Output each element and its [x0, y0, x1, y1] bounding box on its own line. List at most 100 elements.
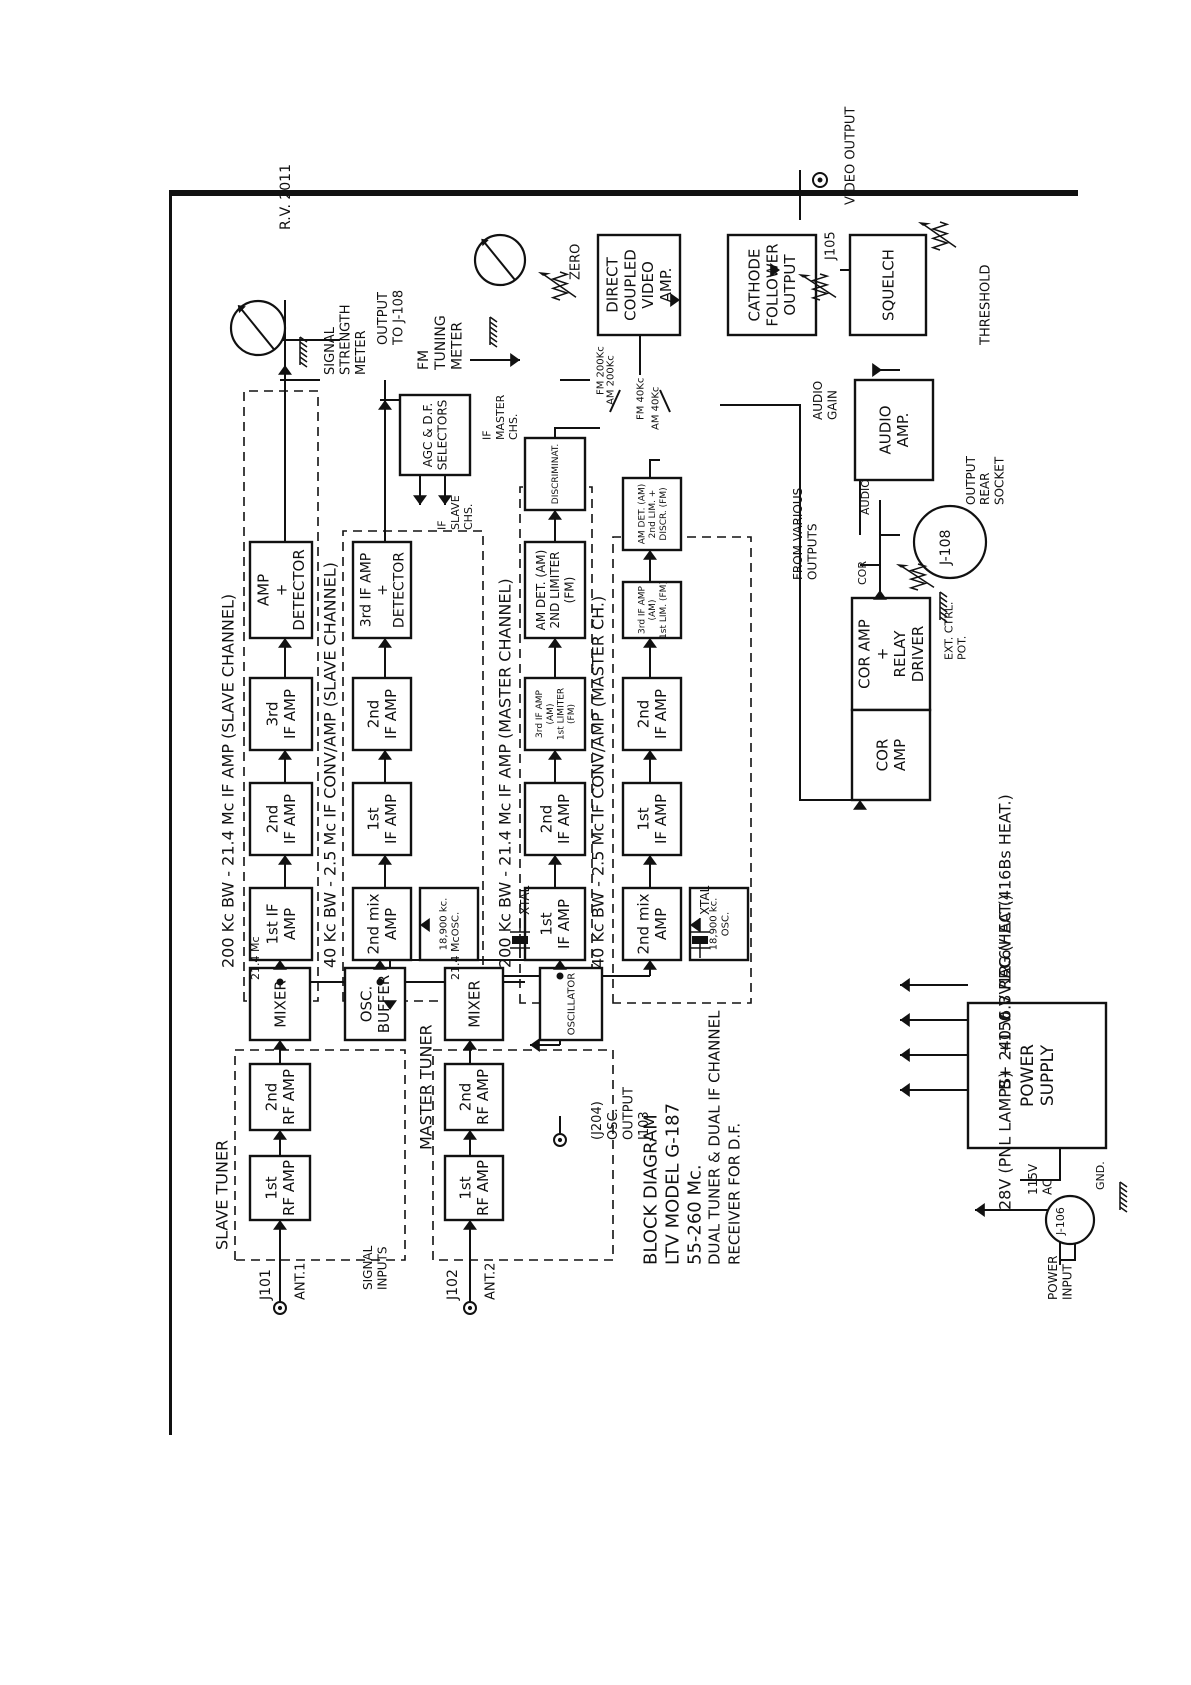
rotated-diagram: 1stRF AMP 2ndRF AMP MIXER OSC.BUFFER 1stRF A…: [213, 107, 1128, 1315]
j108-socket-icon: [912, 504, 988, 580]
block-cor-amp: CORAMP: [850, 708, 932, 802]
label-ant1: ANT.1: [294, 1263, 309, 1300]
label-sw-am200: AM 200Kc: [606, 355, 617, 405]
block-slave-rf2: 2ndRF AMP: [248, 1062, 312, 1132]
block-label: 2ndIF AMP: [263, 794, 299, 844]
arrowhead: [900, 1048, 910, 1062]
arrowhead: [413, 495, 427, 505]
j101-connector: [273, 1301, 287, 1315]
arrowhead: [273, 960, 287, 970]
label-video-output: VIDEO OUTPUT: [844, 107, 859, 205]
block-cathode: CATHODEFOLLOWEROUTPUT: [726, 233, 818, 337]
arrowhead: [873, 590, 887, 600]
arrowhead: [530, 1038, 540, 1052]
group-slave-tuner: [234, 1049, 406, 1261]
wire: [609, 389, 621, 413]
block-power: POWERSUPPLY: [966, 1001, 1108, 1150]
ground-icon: [489, 316, 498, 348]
block-master-rf1: 1stRF AMP: [443, 1154, 505, 1222]
block-master-mixer: MIXER: [443, 966, 505, 1042]
label-sw-am40: AM 40Kc: [651, 387, 662, 430]
ground-icon: [939, 591, 948, 623]
block-s-c1: 1stIF AMP: [351, 781, 413, 857]
block-osc-buffer: OSC.BUFFER: [343, 966, 407, 1042]
arrowhead: [273, 1220, 287, 1230]
block-label: 2ndIF AMP: [364, 689, 400, 739]
block-s-if1: 1st IFAMP: [248, 886, 314, 962]
block-label: 18,900 kc.OSC.: [709, 898, 732, 951]
arrowhead: [770, 263, 780, 277]
block-label: POWERSUPPLY: [1018, 1044, 1058, 1107]
arrowhead: [670, 293, 680, 307]
block-slave-rf1: 1stRF AMP: [248, 1154, 312, 1222]
group-master-tuner: [432, 1049, 614, 1261]
osc-output-connector: [553, 1133, 567, 1147]
block-m-mix2: 2nd mixAMP: [621, 886, 683, 962]
junction-dot: [376, 978, 384, 986]
block-s-if2: 2ndIF AMP: [248, 781, 314, 857]
block-label: 1stIF AMP: [537, 899, 573, 949]
block-squelch: SQUELCH: [848, 233, 928, 337]
label-signal-inputs: SIGNALINPUTS: [361, 1245, 389, 1290]
label-output-rear: OUTPUTREARSOCKET: [964, 455, 1007, 505]
arrowhead: [548, 750, 562, 760]
arrowhead: [463, 1130, 477, 1140]
arrowhead: [463, 1220, 477, 1230]
j102-connector: [463, 1301, 477, 1315]
caption-line4: DUAL TUNER & DUAL IF CHANNEL: [705, 1010, 723, 1265]
label-j108: J-108: [938, 530, 954, 566]
frame-left-border: [169, 190, 172, 1435]
arrowhead: [900, 1083, 910, 1097]
block-m-c3: 3rd IF AMP(AM)1st LIM. (FM): [621, 580, 683, 640]
block-label: 3rd IF AMP(AM)1st LIM. (FM): [638, 581, 669, 639]
label-j106: J-106: [1054, 1207, 1067, 1236]
master-xtal-icon: [690, 918, 710, 958]
wire-to-cor-amp: [720, 404, 860, 801]
junction-dot: [276, 978, 284, 986]
label-sw-fm200: FM 200Kc: [596, 346, 607, 395]
arrowhead: [643, 855, 657, 865]
arrowhead: [378, 638, 392, 648]
block-s-c2: 2ndIF AMP: [351, 676, 413, 752]
block-label: OSCILLATOR: [567, 973, 578, 1036]
zero-pot-icon: [538, 271, 577, 301]
block-label: 3rd IF AMP+DETECTOR: [358, 552, 407, 628]
group-label-master-if-amp: 200 Kc BW - 21.4 Mc IF AMP (MASTER CHANN…: [496, 578, 515, 968]
arrowhead: [278, 855, 292, 865]
group-label-master-if-conv: 40 Kc BW - 2.5 Mc IF CONV/AMP (MASTER CH…: [589, 596, 608, 968]
arrowhead: [975, 1203, 985, 1217]
block-label: 2ndIF AMP: [537, 794, 573, 844]
group-master-if-conv: [612, 536, 752, 1004]
label-v1: B+ 240 V: [996, 1014, 1015, 1090]
block-dc-video: DIRECTCOUPLEDVIDEOAMP.: [596, 233, 682, 337]
ground-icon: [1119, 1181, 1128, 1213]
label-v5: 28V (PNL LAMPS): [996, 1072, 1015, 1210]
arrowhead: [548, 638, 562, 648]
block-label: 3rd IF AMP(AM)1st LIMITER(FM): [535, 688, 577, 740]
block-m-amdet: AM DET. (AM)2ND LIMITER(FM): [523, 540, 587, 640]
group-label-slave-if-conv: 40 Kc BW - 2.5 Mc IF CONV/AMP (SLAVE CHA…: [321, 562, 340, 968]
label-audio: AUDIO: [859, 479, 872, 515]
arrowhead: [690, 918, 700, 932]
label-cor: COR: [856, 561, 869, 585]
slave-xtal-icon: [510, 918, 530, 958]
label-j101: J101: [258, 1269, 274, 1301]
label-ant2: ANT.2: [484, 1263, 499, 1300]
junction-dot: [556, 972, 564, 980]
label-threshold: THRESHOLD: [979, 265, 994, 346]
block-s-osc: 18,900 kc.OSC.: [418, 886, 480, 962]
block-label: 3rdIF AMP: [263, 689, 299, 739]
block-discriminator: DISCRIMINAT.: [523, 436, 587, 512]
arrowhead: [420, 918, 430, 932]
label-ssm: SIGNALSTRENGTHMETER: [323, 305, 369, 376]
label-v3: 6.3V AC (HEAT.): [996, 894, 1015, 1020]
arrowhead: [643, 638, 657, 648]
wire-master-conv-out: [649, 459, 660, 478]
block-label: AGC & D.F.SELECTORS: [421, 400, 449, 471]
block-label: AM DET. (AM)2ND LIMITER(FM): [534, 550, 576, 631]
block-label: 2ndIF AMP: [634, 689, 670, 739]
wire: [659, 389, 671, 413]
arrowhead: [548, 510, 562, 520]
